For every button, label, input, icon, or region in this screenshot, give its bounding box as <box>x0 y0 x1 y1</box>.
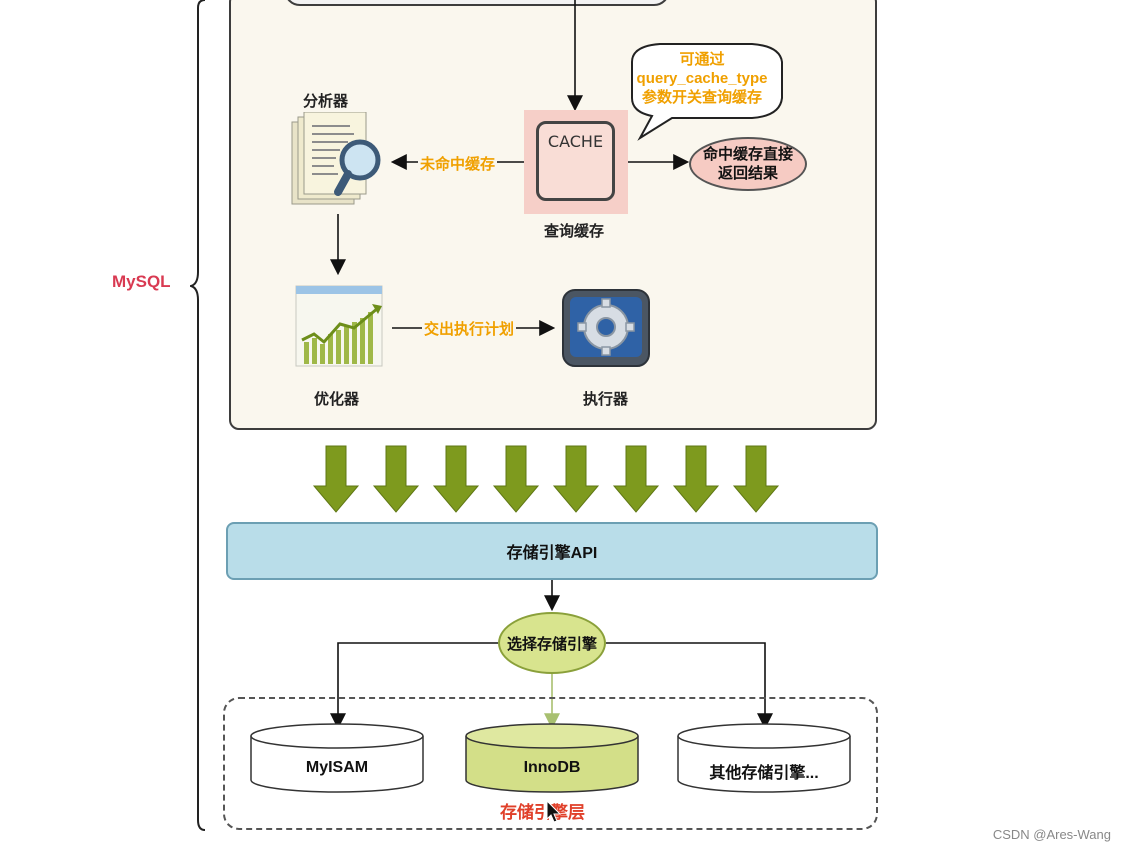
engine-cylinders <box>250 723 851 793</box>
cache-hit-line-2: 返回结果 <box>717 165 778 182</box>
engine-myisam: MyISAM <box>305 759 369 776</box>
analyzer-label: 分析器 <box>303 93 349 110</box>
green-flow-arrows <box>312 445 780 513</box>
engine-layer-label: 存储引擎层 <box>500 803 585 822</box>
engine-other: 其他存储引擎... <box>709 765 819 782</box>
choose-storage-engine: 选择存储引擎 <box>498 612 606 674</box>
engine-innodb: InnoDB <box>523 759 581 776</box>
cache-icon-text: CACHE <box>547 132 604 151</box>
cache-icon: CACHE <box>536 121 615 201</box>
executor-label: 执行器 <box>583 391 629 408</box>
cache-label: 查询缓存 <box>544 223 605 240</box>
cache-hit-line-1: 命中缓存直接 <box>702 146 793 163</box>
analyzer-icon <box>291 112 381 205</box>
cache-hit-result: 命中缓存直接 返回结果 <box>689 137 807 191</box>
mysql-brace <box>190 0 206 831</box>
optimizer-chart-icon <box>295 285 383 367</box>
storage-engine-layer <box>223 697 878 830</box>
exec-plan-label: 交出执行计划 <box>422 318 517 339</box>
mysql-label: MySQL <box>112 272 171 291</box>
cache-miss-label: 未命中缓存 <box>418 153 498 174</box>
query-cache-bubble: 可通过 query_cache_type 参数开关查询缓存 <box>626 50 778 107</box>
bubble-line-1: 可通过 <box>679 51 725 68</box>
storage-engine-api: 存储引擎API <box>226 522 878 580</box>
mouse-cursor-icon <box>546 800 562 823</box>
optimizer-label: 优化器 <box>314 391 360 408</box>
bubble-line-2: query_cache_type <box>636 70 768 87</box>
bubble-line-3: 参数开关查询缓存 <box>641 89 762 106</box>
watermark: CSDN @Ares-Wang <box>992 827 1111 842</box>
executor-gear-icon <box>562 289 650 367</box>
